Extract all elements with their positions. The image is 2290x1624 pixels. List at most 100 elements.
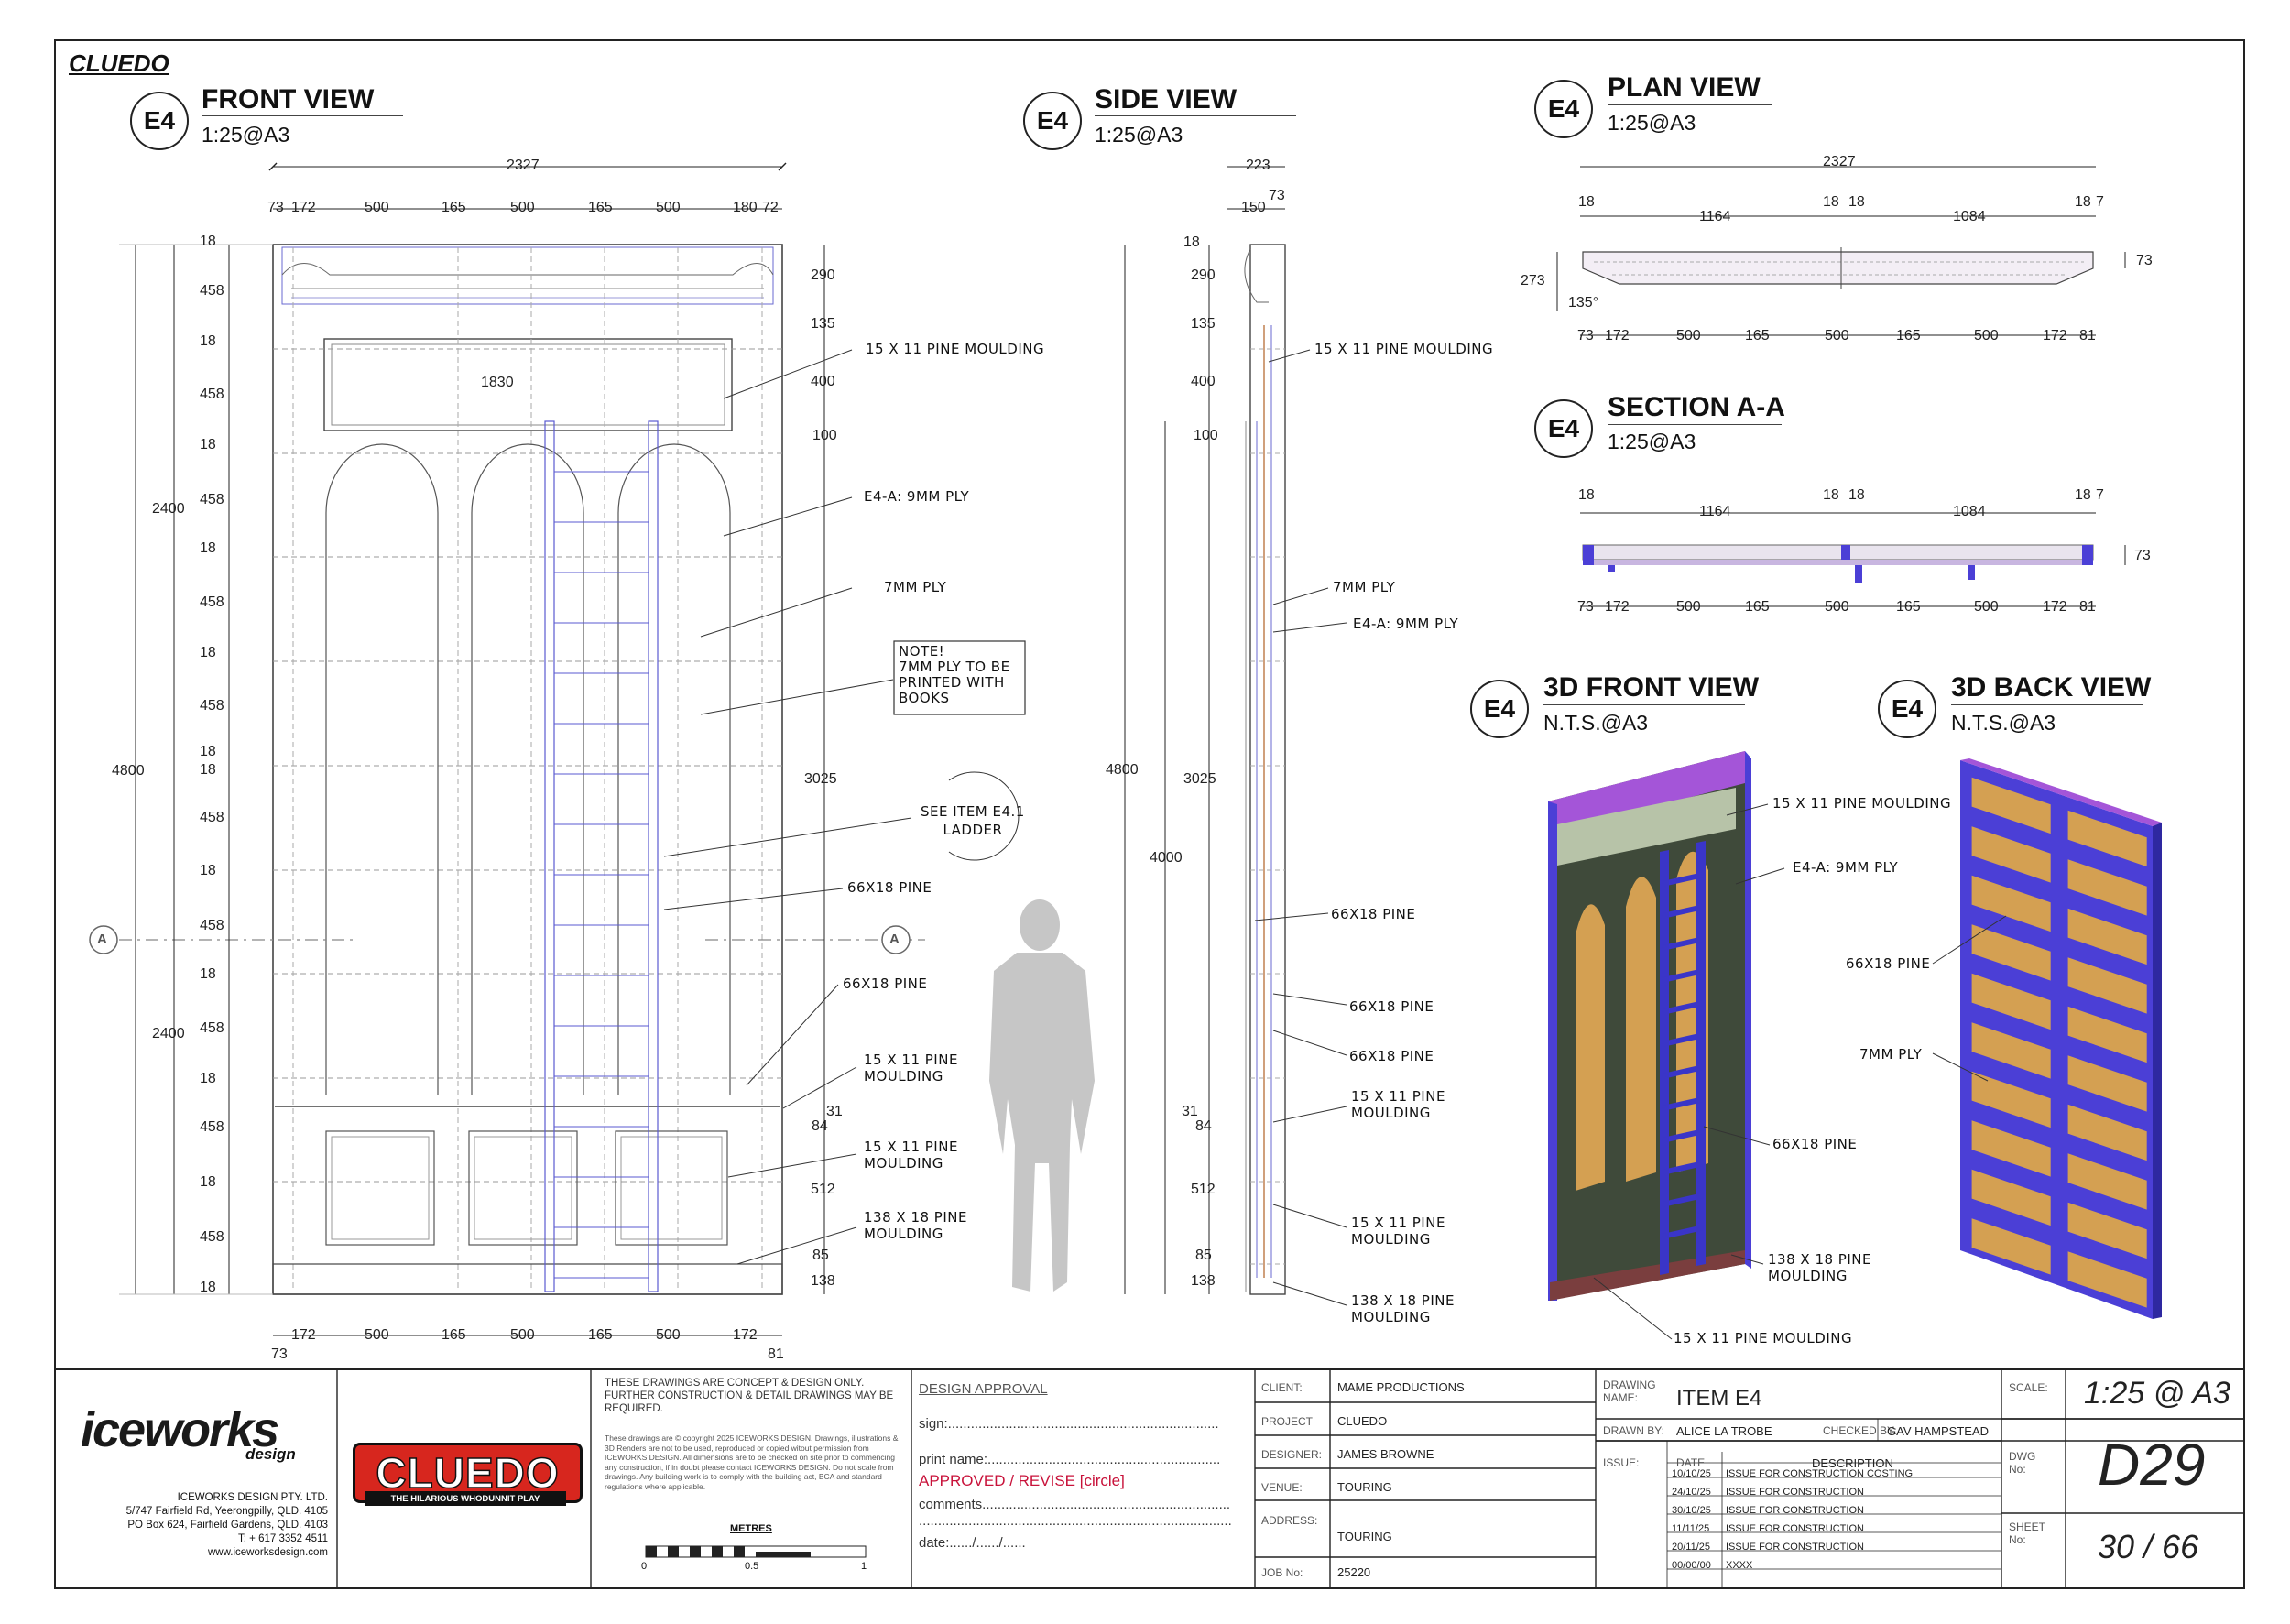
back3d-view-scale: N.T.S.@A3	[1951, 711, 2056, 735]
note-pine-2: 66X18 PINE	[843, 975, 928, 992]
dim-text: 3025	[1183, 771, 1216, 787]
dim-text: 73	[267, 200, 284, 215]
plan-view-scale: 1:25@A3	[1608, 111, 1696, 135]
dim-text: 458	[200, 918, 224, 933]
dim-text: 290	[1191, 267, 1216, 283]
issue-date-header: DATE	[1676, 1456, 1706, 1469]
back-ply-panel	[1971, 777, 2051, 834]
dim-text: 165	[588, 1327, 613, 1343]
back-ply-panel	[1971, 1120, 2051, 1177]
dim-text: 1830	[481, 375, 514, 390]
dim-text: 18	[200, 744, 216, 759]
front-view-title: FRONT VIEW	[202, 84, 375, 114]
scale-label: SCALE:	[2009, 1381, 2048, 1394]
client-label: CLIENT:	[1261, 1381, 1303, 1394]
dim-text: 165	[442, 200, 466, 215]
dim-text: 165	[1745, 328, 1770, 343]
approval-comments-field[interactable]: comments................................…	[919, 1497, 1231, 1512]
approval-sign-field[interactable]: sign:...................................…	[919, 1416, 1219, 1432]
section-marker-left: A	[97, 932, 107, 947]
note-moulding-top: 15 X 11 PINE MOULDING	[866, 341, 1045, 357]
issue-description: XXXX	[1726, 1560, 1753, 1571]
dim-text: 18	[1578, 194, 1595, 210]
dim-text: 3025	[804, 771, 837, 787]
company-logo: iceworks	[81, 1402, 279, 1457]
sheet-border	[54, 39, 2245, 1589]
sheet-number: 30 / 66	[2098, 1528, 2199, 1565]
dim-text: 458	[200, 594, 224, 610]
scale-bar	[645, 1545, 867, 1558]
dim-text: 172	[291, 200, 316, 215]
side-note-pine-1: 66X18 PINE	[1331, 906, 1416, 922]
dim-text: 290	[811, 267, 835, 283]
show-logo-tagline: THE HILARIOUS WHODUNNIT PLAY	[365, 1491, 566, 1506]
dim-text: 135°	[1568, 295, 1599, 311]
dim-text: 81	[2079, 328, 2096, 343]
dim-text: 100	[812, 428, 837, 443]
dim-text: 18	[200, 966, 216, 982]
dim-text: 2400	[152, 1026, 185, 1041]
dim-text: 458	[200, 810, 224, 825]
approval-print-name-field[interactable]: print name:.............................…	[919, 1452, 1221, 1467]
dim-text: 2327	[1823, 154, 1856, 169]
note-7mm-ply: 7MM PLY	[884, 579, 947, 595]
dim-text: 85	[812, 1248, 829, 1263]
dim-text: 18	[1183, 234, 1200, 250]
dim-text: 1084	[1953, 504, 1986, 519]
dwg-number: D29	[2098, 1432, 2206, 1498]
note-9mm-ply: E4-A: 9MM PLY	[864, 488, 970, 505]
dim-text: 500	[656, 200, 681, 215]
project-value: CLUEDO	[1337, 1414, 1388, 1428]
dim-text: 165	[588, 200, 613, 215]
dim-text: 180	[733, 200, 758, 215]
disclaimer-head: THESE DRAWINGS ARE CONCEPT & DESIGN ONLY…	[605, 1378, 894, 1414]
dim-text: 150	[1241, 200, 1266, 215]
client-value: MAME PRODUCTIONS	[1337, 1380, 1465, 1394]
dim-text: 18	[200, 333, 216, 349]
side-view-drawing	[1124, 166, 1347, 1306]
dim-text: 165	[1896, 328, 1921, 343]
dim-text: 165	[1896, 599, 1921, 615]
dim-text: 18	[2075, 487, 2091, 503]
dim-text: 1084	[1953, 209, 1986, 224]
approval-date-field[interactable]: date:....../....../......	[919, 1535, 1026, 1551]
dim-text: 18	[200, 1280, 216, 1295]
dim-text: 73	[2136, 253, 2153, 268]
side-note-moulding-top: 15 X 11 PINE MOULDING	[1314, 341, 1494, 357]
address-label: ADDRESS:	[1261, 1514, 1318, 1527]
section-view-badge: E4	[1534, 399, 1593, 458]
issue-date: 11/11/25	[1672, 1523, 1710, 1534]
issue-date: 30/10/25	[1672, 1505, 1711, 1516]
side-view-title: SIDE VIEW	[1095, 84, 1238, 114]
side-note-pine-3: 66X18 PINE	[1349, 1048, 1434, 1064]
dim-text: 18	[1578, 487, 1595, 503]
dim-text: 18	[1848, 487, 1865, 503]
dim-text: 31	[826, 1104, 843, 1119]
front-overall-width: 2327	[507, 158, 540, 173]
b3d-note-7mm-ply: 7MM PLY	[1859, 1046, 1923, 1063]
section-view-title: SECTION A-A	[1608, 392, 1785, 422]
plan-view-badge: E4	[1534, 80, 1593, 138]
dim-text: 512	[1191, 1182, 1216, 1197]
issue-date: 00/00/00	[1672, 1560, 1711, 1571]
dim-text: 85	[1195, 1248, 1212, 1263]
side-view-badge: E4	[1023, 92, 1082, 150]
dim-text: 18	[2075, 194, 2091, 210]
dwg-label: DWG No:	[2009, 1450, 2036, 1476]
back-ply-panel	[2067, 810, 2147, 867]
approval-status[interactable]: APPROVED / REVISE [circle]	[919, 1472, 1125, 1489]
dim-text: 500	[1825, 328, 1849, 343]
f3d-note-pine: 66X18 PINE	[1772, 1136, 1858, 1152]
dim-text: 73	[2134, 548, 2151, 563]
approval-comments-line: ........................................…	[919, 1513, 1232, 1529]
dim-text: 400	[811, 374, 835, 389]
dim-text: 500	[510, 1327, 535, 1343]
issue-description: ISSUE FOR CONSTRUCTION	[1726, 1523, 1864, 1534]
back-ply-panel	[2067, 1153, 2147, 1210]
